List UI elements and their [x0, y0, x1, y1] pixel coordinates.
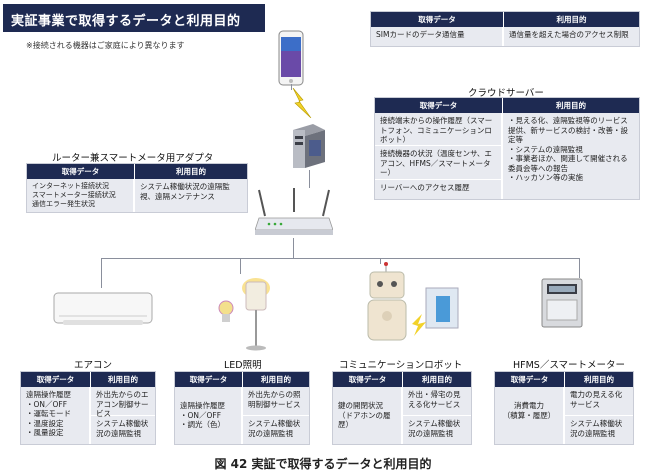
- header-purpose: 利用目的: [243, 372, 309, 387]
- header-data: 取得データ: [21, 372, 91, 387]
- connector-line: [101, 258, 102, 288]
- aircon-data: 遠隔操作履歴 ・ON／OFF ・運転モード ・温度設定 ・風量設定: [21, 387, 91, 444]
- router-purpose: システム稼働状況の遠隔監視、遠隔メンテナンス: [135, 179, 247, 212]
- header-purpose: 利用目的: [135, 164, 247, 179]
- communication-robot-icon: [364, 262, 462, 352]
- aircon-purpose: 外出先からのエアコン制御サービス: [91, 387, 155, 418]
- device-label: HFMS／スマートメーター: [513, 360, 626, 371]
- header-data: 取得データ: [333, 372, 403, 387]
- cloud-server-label: クラウドサーバー: [468, 88, 544, 99]
- cloud-data-item: リーバーへのアクセス履歴: [375, 179, 501, 199]
- meter-purpose: 電力の見える化サービス: [565, 387, 633, 415]
- router-data-panel: 取得データ 利用目的 インターネット接続状況 スマートメーター接続状況 通信エラ…: [26, 163, 248, 213]
- device-note: ※接続される機器はご家庭により異なります: [26, 41, 185, 50]
- cloud-purpose-item: ・ハッカソン等の実施: [508, 173, 583, 182]
- led-data: 遠隔操作履歴 ・ON／OFF ・調光（色）: [175, 387, 243, 444]
- smartphone-data-panel: 取得データ 利用目的 SIMカードのデータ通信量 通信量を超えた場合のアクセス制…: [370, 11, 640, 47]
- connector-line: [380, 258, 381, 264]
- connector-line: [291, 84, 292, 90]
- aircon-data-panel: 取得データ 利用目的 遠隔操作履歴 ・ON／OFF ・運転モード ・温度設定 ・…: [20, 371, 156, 445]
- robot-data: 鍵の開閉状況（ドアホンの履歴）: [333, 387, 403, 444]
- header-purpose: 利用目的: [403, 372, 471, 387]
- connector-line: [240, 258, 241, 274]
- device-label: エアコン: [74, 360, 113, 371]
- cloud-data-panel: 取得データ 利用目的 接続端末からの操作履歴（スマートフォン、コミュニケーション…: [374, 97, 640, 200]
- header-data: 取得データ: [375, 98, 503, 113]
- cloud-data-item: 接続端末からの操作履歴（スマートフォン、コミュニケーションロボット）: [375, 113, 501, 145]
- header-data: 取得データ: [175, 372, 243, 387]
- router-label: ルーター兼スマートメータ用アダプタ: [52, 153, 214, 164]
- meter-data-panel: 取得データ 利用目的 消費電力 （積算・履歴） 電力の見える化サービス システム…: [494, 371, 634, 445]
- led-light-icon: [212, 272, 274, 352]
- led-purpose: 外出先からの照明制御サービス: [243, 387, 309, 415]
- meter-data: 消費電力 （積算・履歴）: [495, 387, 565, 444]
- device-label: コミュニケーションロボット: [339, 360, 463, 371]
- device-label: LED照明: [224, 360, 262, 371]
- connector-line: [579, 258, 580, 278]
- header-purpose: 利用目的: [503, 98, 639, 113]
- smartphone-purpose: 通信量を超えた場合のアクセス制限: [504, 27, 639, 46]
- cloud-data-item: 接続機器の状況（温度センサ、エアコン、HFMS／スマートメーター）: [375, 145, 501, 179]
- connector-line: [101, 258, 580, 259]
- header-data: 取得データ: [27, 164, 135, 179]
- connector-line: [293, 238, 294, 258]
- robot-purpose: システム稼働状況の遠隔監視: [403, 415, 471, 444]
- wireless-bolt-icon: [291, 87, 313, 119]
- header-purpose: 利用目的: [504, 12, 639, 27]
- header-data: 取得データ: [371, 12, 504, 27]
- meter-purpose: システム稼働状況の遠隔監視: [565, 415, 633, 444]
- router-data: インターネット接続状況 スマートメーター接続状況 通信エラー発生状況: [27, 179, 135, 212]
- smartphone-icon: [278, 30, 304, 86]
- led-purpose: システム稼働状況の遠隔監視: [243, 415, 309, 444]
- header-data: 取得データ: [495, 372, 565, 387]
- header-purpose: 利用目的: [565, 372, 633, 387]
- page-title: 実証事業で取得するデータと利用目的: [3, 4, 265, 32]
- cloud-purpose-item: ・見える化、遠隔監視等のリービス提供、新サービスの検討・改善・設定等: [508, 116, 628, 144]
- aircon-purpose: システム稼働状況の遠隔監視: [91, 415, 155, 444]
- figure-caption: 図 42 実証で取得するデータと利用目的: [214, 457, 432, 471]
- cloud-purpose-item: ・システムの遠隔監視: [508, 144, 583, 154]
- header-purpose: 利用目的: [91, 372, 155, 387]
- smartphone-data: SIMカードのデータ通信量: [371, 27, 504, 46]
- air-conditioner-icon: [53, 292, 153, 328]
- router-icon: [254, 188, 334, 238]
- led-data-panel: 取得データ 利用目的 遠隔操作履歴 ・ON／OFF ・調光（色） 外出先からの照…: [174, 371, 310, 445]
- server-icon: [291, 122, 327, 170]
- cloud-purpose-item: ・事業者ほか、関連して開催される委員会等への報告: [508, 154, 628, 173]
- smart-meter-icon: [541, 278, 583, 330]
- robot-purpose: 外出・帰宅の見える化サービス: [403, 387, 471, 415]
- robot-data-panel: 取得データ 利用目的 鍵の開閉状況（ドアホンの履歴） 外出・帰宅の見える化サービ…: [332, 371, 472, 445]
- connector-line: [309, 170, 310, 188]
